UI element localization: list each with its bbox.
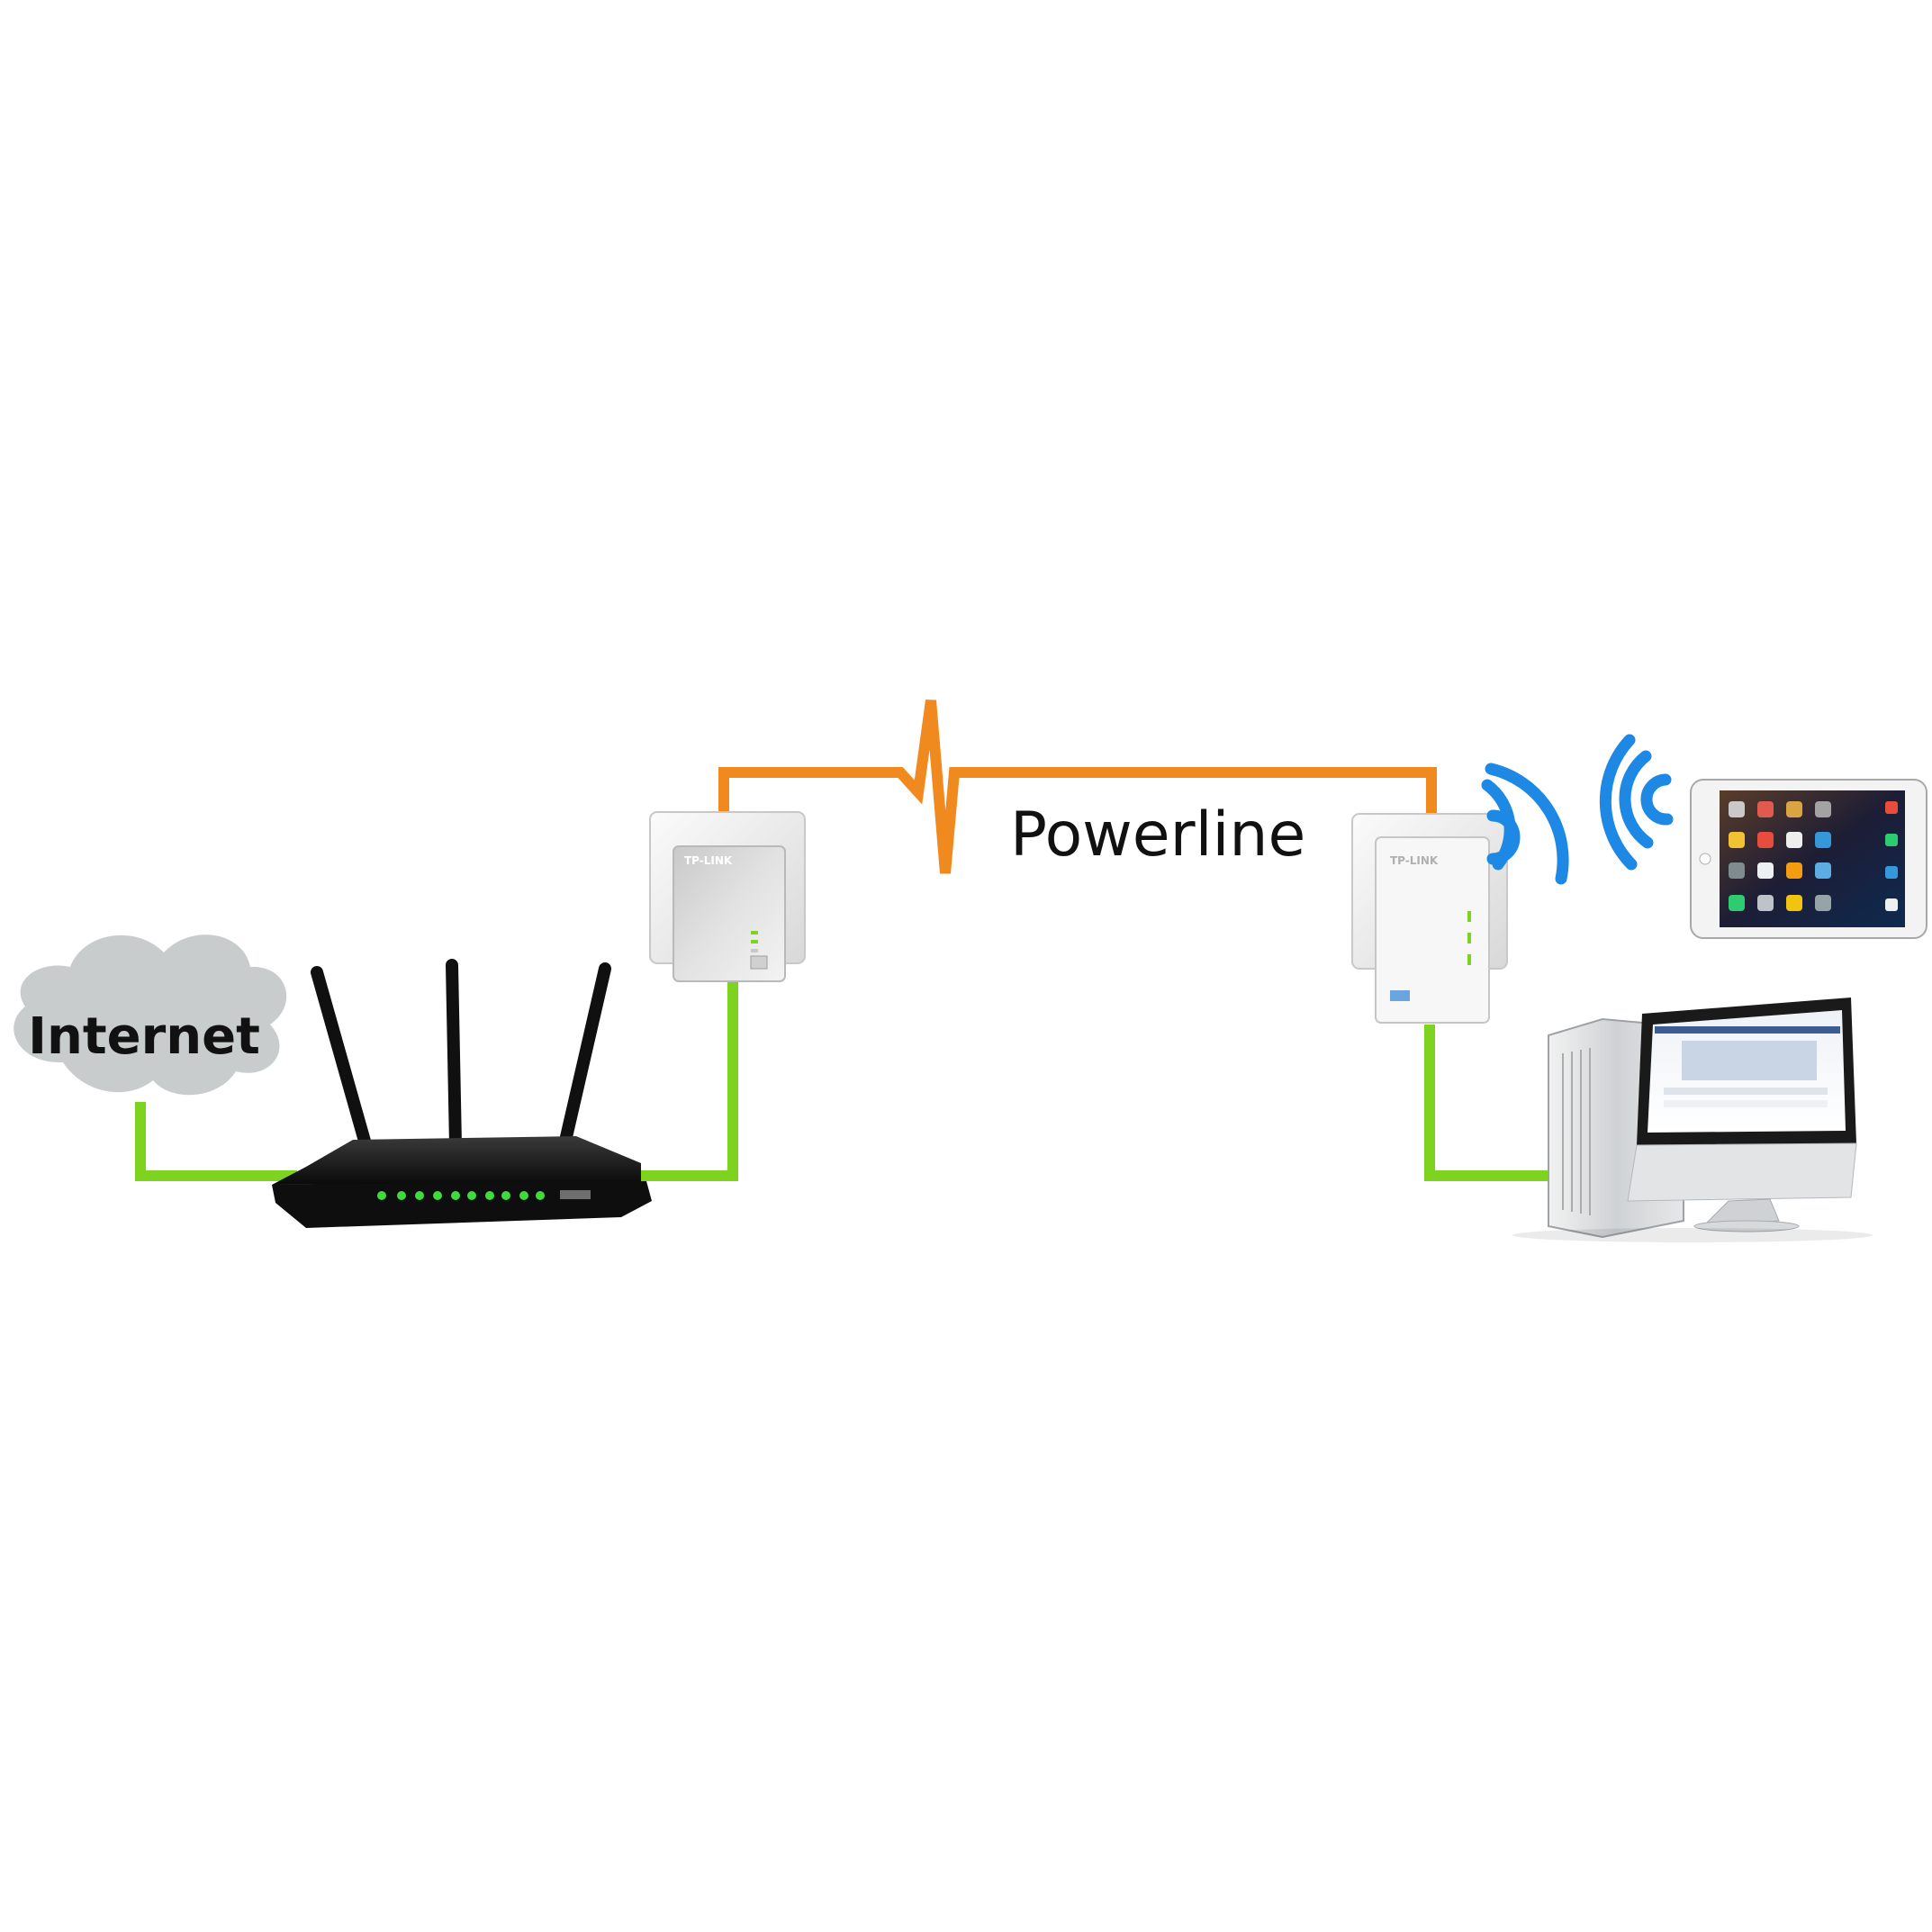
cloud-shape	[14, 934, 287, 1096]
app-icon	[1757, 801, 1774, 817]
antenna-right-icon	[557, 962, 611, 1155]
app-icon	[1757, 862, 1774, 879]
led-5g-icon	[415, 1191, 424, 1200]
screen-banner	[1682, 1041, 1817, 1080]
tablet-app-icons	[1729, 801, 1898, 911]
computer-shadow	[1512, 1228, 1873, 1242]
app-icon	[1786, 832, 1802, 848]
adapter-right-face	[1375, 836, 1490, 1024]
ethernet-lines	[135, 980, 1554, 1181]
adapter-left-brand: TP-LINK	[684, 854, 733, 867]
app-icon	[1757, 832, 1774, 848]
adapter-left-led-icon	[751, 940, 758, 943]
wifi-waves	[1481, 734, 1674, 885]
powerline-line	[718, 700, 1437, 874]
wifi-wave-tablet-1	[1640, 773, 1674, 826]
powerline-adapter-left: TP-LINK	[649, 811, 806, 982]
router-model-badge	[560, 1190, 591, 1199]
led-wps-icon	[536, 1191, 545, 1200]
monitor-chin	[1627, 1142, 1857, 1202]
app-icon	[1729, 862, 1745, 879]
led-lan4-icon	[501, 1191, 510, 1200]
router-front	[272, 1181, 652, 1228]
adapter-right-led-icon	[1467, 933, 1471, 943]
app-icon	[1729, 801, 1745, 817]
internet-label: Internet	[28, 1007, 260, 1066]
dock-icon	[1885, 834, 1898, 846]
wifi-wave-adapter-2	[1481, 779, 1516, 871]
led-lan1-icon	[451, 1191, 460, 1200]
router-top	[272, 1136, 641, 1185]
led-wan-icon	[433, 1191, 442, 1200]
ethernet-router-to-adapter	[630, 980, 738, 1181]
led-lan2-icon	[467, 1191, 476, 1200]
led-2g-icon	[397, 1191, 406, 1200]
monitor-base	[1693, 1220, 1800, 1232]
dock-icon	[1885, 898, 1898, 911]
adapter-right-brand: TP-LINK	[1390, 854, 1439, 867]
wifi-wave-adapter-3	[1485, 763, 1569, 885]
app-icon	[1815, 862, 1831, 879]
app-icon	[1815, 801, 1831, 817]
app-icon	[1815, 832, 1831, 848]
adapter-right-led-icon	[1467, 954, 1471, 965]
monitor-stand	[1702, 1198, 1780, 1227]
powerline-label: Powerline	[1010, 799, 1305, 871]
app-icon	[1786, 895, 1802, 911]
app-icon	[1729, 895, 1745, 911]
app-icon	[1757, 895, 1774, 911]
adapter-right-leds	[1467, 911, 1471, 965]
adapter-left-leds	[751, 931, 758, 952]
router-antennas	[311, 959, 611, 1157]
dock-icon	[1885, 801, 1898, 814]
antenna-left-icon	[311, 966, 374, 1157]
router	[272, 959, 652, 1228]
adapter-left-face	[673, 845, 786, 982]
app-icon	[1786, 801, 1802, 817]
tablet-screen	[1720, 790, 1905, 927]
antenna-middle-icon	[446, 959, 462, 1151]
internet-cloud: Internet	[14, 934, 287, 1096]
screen-content-row	[1664, 1088, 1828, 1095]
wifi-wave-tablet-2	[1619, 750, 1654, 849]
router-leds	[377, 1191, 545, 1200]
screen-content-row	[1664, 1100, 1828, 1107]
adapter-left-pair-button	[750, 955, 768, 970]
adapter-right-led-icon	[1467, 911, 1471, 922]
adapter-left-led-icon	[751, 931, 758, 934]
powerline-adapter-right: TP-LINK	[1351, 813, 1508, 1024]
app-icon	[1786, 862, 1802, 879]
desktop-computer	[1512, 998, 1873, 1242]
tower-vents	[1562, 1048, 1591, 1215]
led-lan3-icon	[485, 1191, 494, 1200]
ethernet-adapter-to-computer	[1424, 1025, 1554, 1181]
led-power-icon	[377, 1191, 386, 1200]
screen-header-bar	[1655, 1026, 1840, 1034]
wifi-wave-tablet-3	[1599, 734, 1638, 871]
app-icon	[1815, 895, 1831, 911]
tablet-home-button-icon	[1699, 853, 1711, 865]
ethernet-internet-to-router	[135, 1102, 297, 1181]
dock-icon	[1885, 866, 1898, 879]
tablet	[1690, 779, 1927, 939]
adapter-left-led-icon	[751, 949, 758, 952]
adapter-right-badge	[1390, 990, 1410, 1001]
app-icon	[1729, 832, 1745, 848]
led-usb-icon	[519, 1191, 528, 1200]
